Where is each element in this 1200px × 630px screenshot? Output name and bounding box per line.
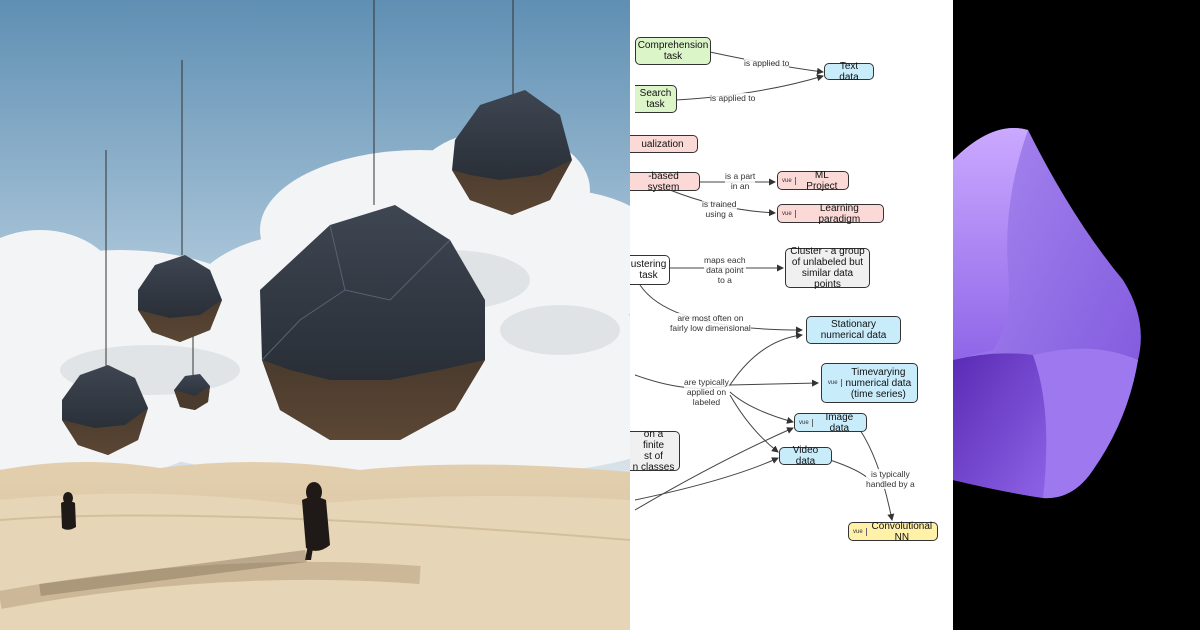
text-data-label: Text data <box>839 60 859 83</box>
node-rule-based-system: -based system <box>630 171 700 193</box>
node-image-data: vue Image data <box>794 411 867 434</box>
floating-rock-left <box>62 365 148 455</box>
edge-label-handled: is typically handled by a <box>866 469 915 489</box>
edge-label-applied-2: is applied to <box>710 93 756 103</box>
desert-scene-image <box>0 0 630 630</box>
node-video-data: Video data <box>779 445 832 467</box>
node-clustering-task: ustering task <box>630 255 670 285</box>
node-convolutional-nn: vue Convolutional NN <box>848 520 938 543</box>
edge-label-applied-1: is applied to <box>744 58 790 68</box>
node-text-data: Text data <box>824 60 874 83</box>
concept-map-diagram: Comprehension task Search task Text data… <box>630 0 953 630</box>
convnn-label: Convolutional NN <box>871 520 933 543</box>
vue-badge: vue <box>782 209 796 218</box>
edge-label-trained: is trained using a <box>702 199 737 219</box>
node-ml-project: vue ML Project <box>777 169 849 192</box>
node-cluster: Cluster - a group of unlabeled but simil… <box>785 246 870 290</box>
node-stationary-numerical-data: Stationary numerical data <box>806 316 901 344</box>
vue-badge: vue <box>782 176 796 185</box>
floating-rock-small <box>174 374 210 410</box>
purple-crystal-logo <box>953 128 1141 499</box>
logo-panel <box>953 0 1200 630</box>
node-learning-paradigm: vue Learning paradigm <box>777 202 884 225</box>
vue-badge: vue <box>799 418 813 427</box>
ml-project-label: ML Project <box>806 169 838 192</box>
timevarying-label: Timevarying numerical data (time series) <box>845 366 912 400</box>
floating-rock-mid <box>138 255 222 342</box>
node-finite-classes: on a finite st of n classes <box>630 429 680 473</box>
floating-rock-large <box>260 205 485 440</box>
edge-label-part-of: is a part in an <box>725 171 756 191</box>
floating-rock-upper <box>452 90 572 215</box>
node-comprehension-task: Comprehension task <box>635 37 711 65</box>
edge-label-maps: maps each data point to a <box>704 255 746 285</box>
vue-badge: vue <box>853 527 867 536</box>
image-data-label: Image data <box>825 411 854 434</box>
edge-label-most-often: are most often on fairly low dimensional <box>670 313 751 333</box>
walking-figures <box>39 482 330 596</box>
node-visualization: ualization <box>630 135 698 153</box>
edge-label-typically-applied: are typically applied on labeled <box>684 377 729 407</box>
node-search-task: Search task <box>635 85 677 113</box>
learning-paradigm-label: Learning paradigm <box>818 202 861 225</box>
vue-badge: vue <box>828 379 842 387</box>
